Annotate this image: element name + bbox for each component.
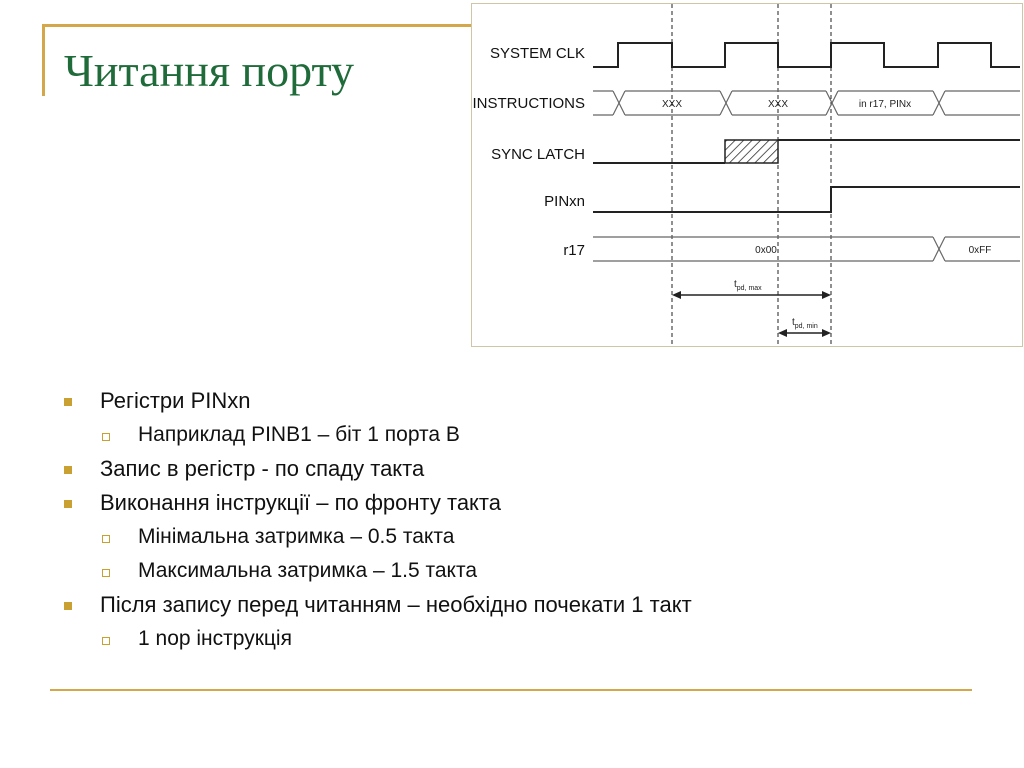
timing-diagram: SYSTEM CLK INSTRUCTIONS SYNC LATCH PINxn…	[471, 3, 1023, 347]
instruction-value-1: XXX	[662, 99, 682, 110]
tpd-min-label: tpd, min	[792, 317, 818, 330]
tpd-min-arrow	[778, 329, 831, 337]
tpd-max-arrow	[672, 291, 831, 299]
sync-latch-transition	[724, 139, 779, 164]
bullet-list: Регістри PINxn Наприклад PINB1 – біт 1 п…	[58, 384, 978, 656]
pinxn-waveform	[593, 186, 1020, 213]
signal-label-instructions: INSTRUCTIONS	[473, 95, 586, 112]
instructions-bus	[593, 90, 1020, 116]
instruction-value-2: XXX	[768, 99, 788, 110]
bullet-item: Виконання інструкції – по фронту такта	[58, 486, 978, 520]
title-frame	[42, 24, 482, 96]
bullet-item: Регістри PINxn	[58, 384, 978, 418]
system-clk-waveform	[593, 42, 1020, 68]
signal-label-sync-latch: SYNC LATCH	[491, 146, 585, 163]
bullet-item: Після запису перед читанням – необхідно …	[58, 588, 978, 622]
slide-title: Читання порту	[64, 45, 354, 96]
bottom-divider	[50, 689, 972, 691]
sub-bullet-item: Наприклад PINB1 – біт 1 порта B	[58, 418, 978, 452]
sub-bullet-item: Максимальна затримка – 1.5 такта	[58, 554, 978, 588]
tpd-max-label: tpd, max	[734, 279, 762, 292]
signal-label-r17: r17	[563, 242, 585, 259]
signal-label-system-clk: SYSTEM CLK	[490, 45, 585, 62]
r17-value-1: 0x00	[755, 245, 777, 256]
sub-bullet-item: Мінімальна затримка – 0.5 такта	[58, 520, 978, 554]
r17-value-2: 0xFF	[969, 245, 992, 256]
bullet-item: Запис в регістр - по спаду такта	[58, 452, 978, 486]
sub-bullet-item: 1 nop інструкція	[58, 622, 978, 656]
instruction-value-3: in r17, PINx	[859, 99, 911, 110]
signal-label-pinxn: PINxn	[544, 193, 585, 210]
timing-diagram-svg: SYSTEM CLK INSTRUCTIONS SYNC LATCH PINxn…	[473, 4, 1020, 346]
r17-bus	[593, 236, 1020, 262]
